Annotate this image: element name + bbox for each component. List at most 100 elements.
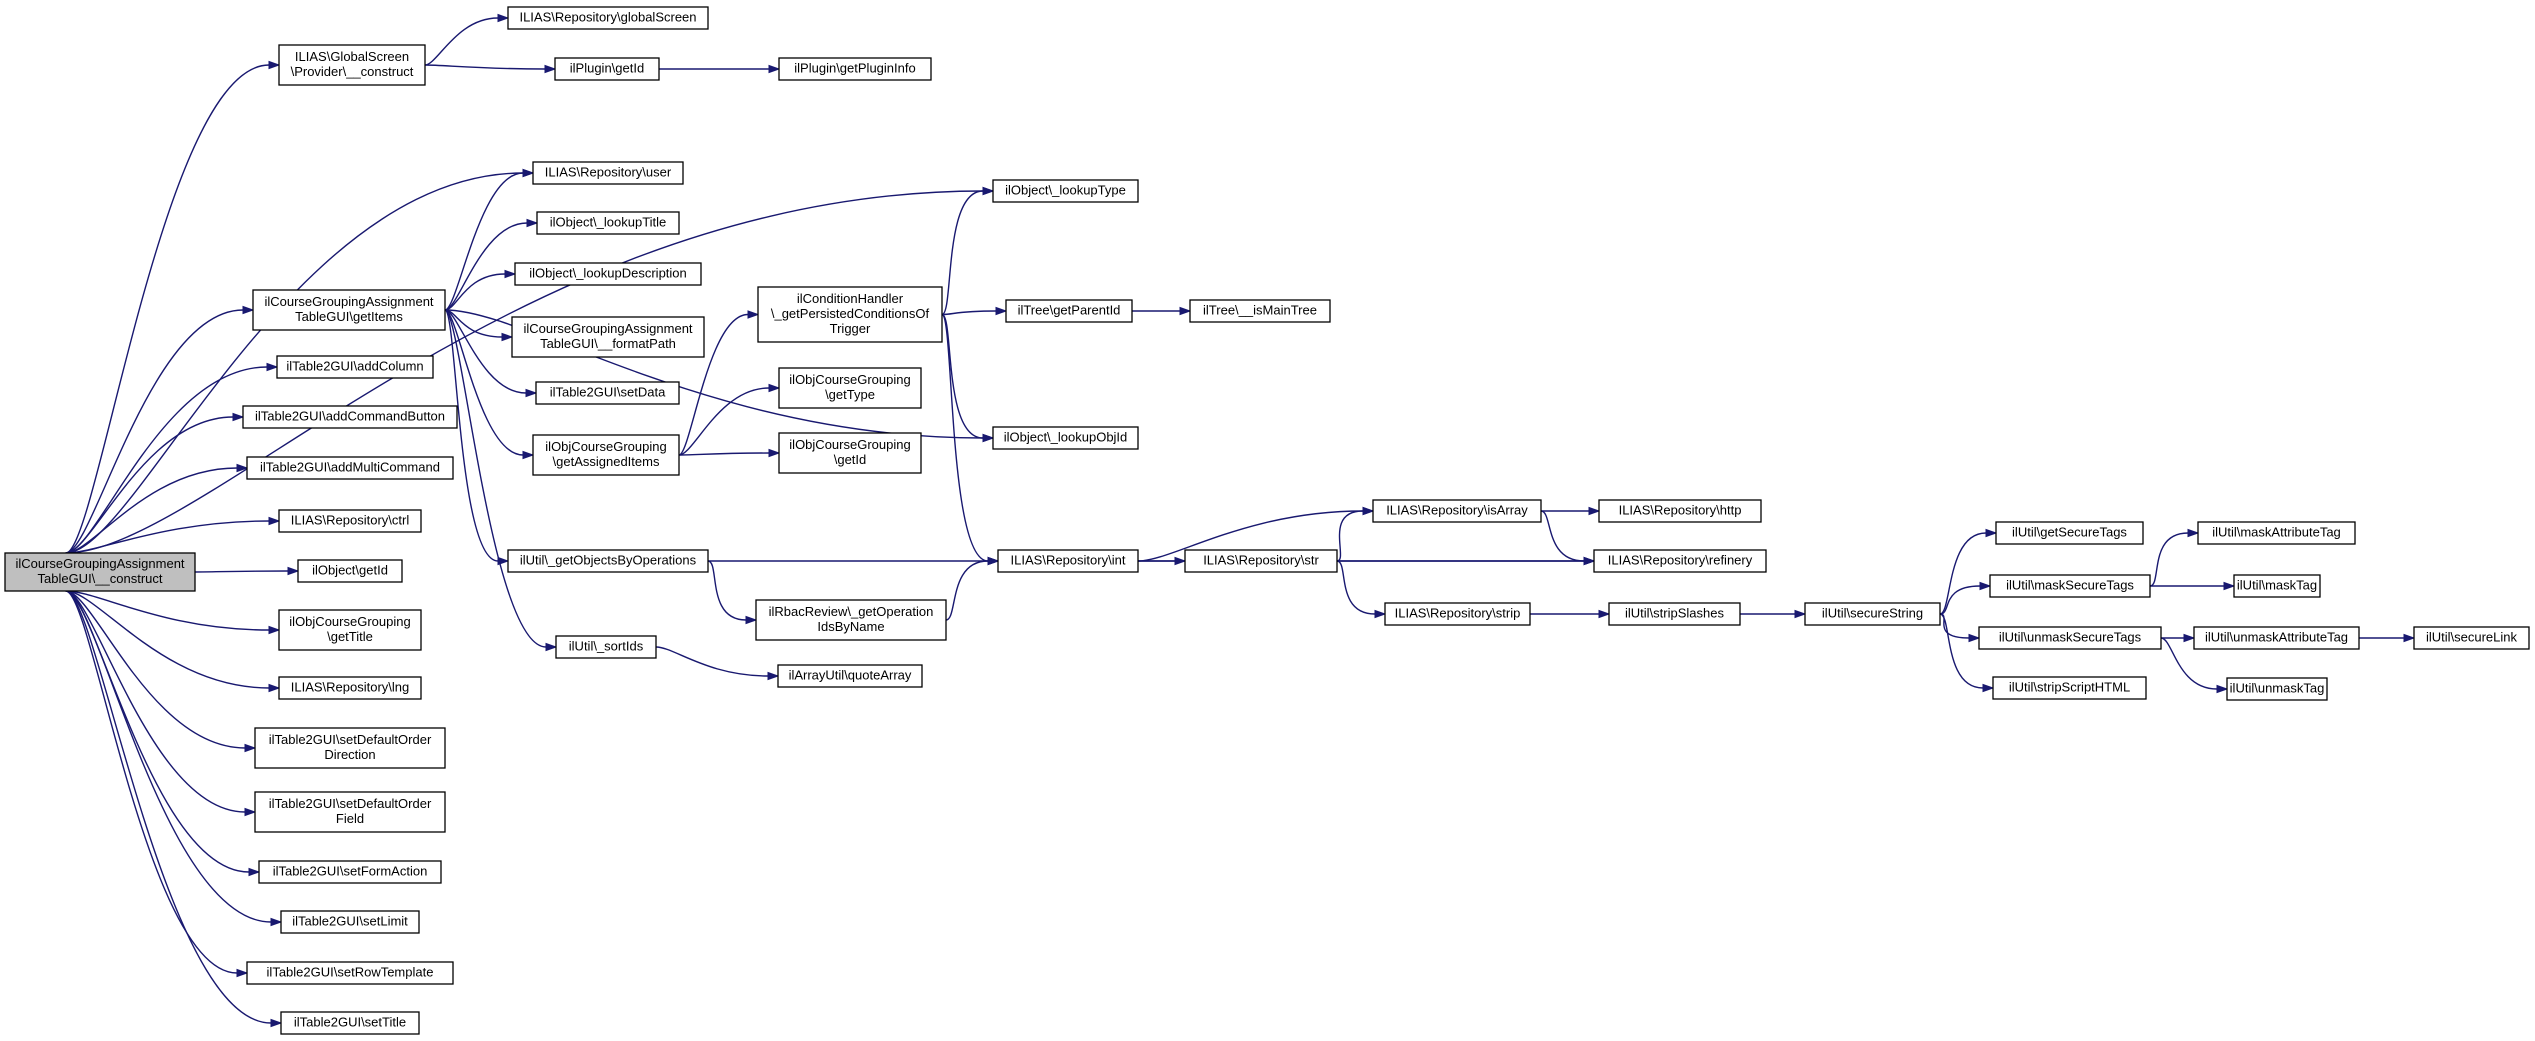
node-refinery[interactable]: ILIAS\Repository\refinery: [1593, 549, 1767, 573]
node-setdata[interactable]: ilTable2GUI\setData: [535, 381, 680, 405]
node-objcg-gettype[interactable]: ilObjCourseGrouping\getType: [778, 367, 922, 409]
node-strip[interactable]: ILIAS\Repository\strip: [1384, 602, 1531, 626]
node-lookup-desc[interactable]: ilObject\_lookupDescription: [514, 262, 702, 286]
node-unmasktag[interactable]: ilUtil\unmaskTag: [2226, 677, 2328, 701]
node-label-line: \getTitle: [327, 629, 373, 644]
node-label-line: ilUtil\maskTag: [2237, 578, 2317, 593]
node-lookup-objid[interactable]: ilObject\_lookupObjId: [992, 426, 1139, 450]
node-label-line: ilCourseGroupingAssignment: [15, 556, 184, 571]
edge-root-to-gsp: [65, 60, 281, 554]
node-label-line: ilConditionHandler: [797, 291, 904, 306]
node-repo-str[interactable]: ILIAS\Repository\str: [1184, 549, 1338, 573]
edge-line: [941, 313, 989, 562]
edge-line: [65, 590, 270, 689]
edge-line: [65, 590, 270, 631]
node-masksecure[interactable]: ilUtil\maskSecureTags: [1989, 574, 2151, 598]
node-objcg-gettitle[interactable]: ilObjCourseGrouping\getTitle: [278, 609, 422, 651]
edge-arrowhead: [1362, 506, 1375, 516]
node-box: [258, 860, 442, 884]
node-addmulti[interactable]: ilTable2GUI\addMultiCommand: [246, 456, 454, 480]
edge-root-to-addcolumn: [65, 362, 279, 554]
node-setformaction[interactable]: ilTable2GUI\setFormAction: [258, 860, 442, 884]
node-ctrl[interactable]: ILIAS\Repository\ctrl: [278, 509, 422, 533]
node-unmaskattr[interactable]: ilUtil\unmaskAttributeTag: [2193, 626, 2360, 650]
node-getobjsbyops[interactable]: ilUtil\_getObjectsByOperations: [507, 549, 709, 573]
edge-arrowhead: [268, 683, 281, 693]
node-lookup-type[interactable]: ilObject\_lookupType: [992, 179, 1139, 203]
edge-line: [2160, 637, 2218, 690]
node-securelink[interactable]: ilUtil\secureLink: [2413, 626, 2530, 650]
node-lng[interactable]: ILIAS\Repository\lng: [278, 676, 422, 700]
edge-arrowhead: [497, 13, 510, 23]
node-obj-getid[interactable]: ilObject\getId: [297, 559, 403, 583]
edge-getitems-to-assigned: [444, 309, 535, 460]
node-cond[interactable]: ilConditionHandler\_getPersistedConditio…: [757, 286, 943, 343]
node-repo-gs[interactable]: ILIAS\Repository\globalScreen: [507, 6, 709, 30]
node-label-line: ilUtil\maskAttributeTag: [2212, 525, 2341, 540]
node-box: [278, 44, 426, 86]
edge-arrowhead: [501, 332, 514, 342]
edge-root-to-obj-getid: [194, 566, 300, 576]
edge-line: [444, 309, 499, 562]
node-label-line: ilUtil\secureLink: [2426, 630, 2518, 645]
node-sortids[interactable]: ilUtil\_sortIds: [555, 635, 657, 659]
node-box: [280, 910, 420, 934]
node-maskattr[interactable]: ilUtil\maskAttributeTag: [2197, 521, 2356, 545]
edge-securestring-to-getsecuretags: [1939, 528, 1998, 615]
node-stripscript[interactable]: ilUtil\stripScriptHTML: [1992, 676, 2147, 700]
node-root[interactable]: ilCourseGroupingAssignmentTableGUI\__con…: [4, 552, 196, 592]
node-formatpath[interactable]: ilCourseGroupingAssignmentTableGUI\__for…: [511, 316, 705, 358]
edge-arrowhead: [1794, 609, 1807, 619]
node-quotearray[interactable]: ilArrayUtil\quoteArray: [777, 664, 923, 688]
node-box: [254, 727, 446, 769]
edge-arrowhead: [1583, 556, 1596, 566]
edge-masksecure-to-masktag: [2149, 581, 2236, 591]
node-addcolumn[interactable]: ilTable2GUI\addColumn: [276, 355, 434, 379]
edge-arrowhead: [236, 968, 249, 978]
node-getitems[interactable]: ilCourseGroupingAssignmentTableGUI\getIt…: [252, 289, 446, 331]
edge-isarray-to-refinery: [1540, 510, 1596, 566]
edge-gsp-to-plugin-getid: [424, 64, 557, 74]
node-masktag[interactable]: ilUtil\maskTag: [2233, 574, 2321, 598]
node-getsecuretags[interactable]: ilUtil\getSecureTags: [1995, 521, 2144, 545]
node-assigned[interactable]: ilObjCourseGrouping\getAssignedItems: [532, 434, 680, 476]
node-label-line: ilTable2GUI\setTitle: [294, 1015, 406, 1030]
node-unmasksecure[interactable]: ilUtil\unmaskSecureTags: [1978, 626, 2162, 650]
edge-plugin-getid-to-plugin-info: [659, 64, 781, 74]
edge-line: [65, 416, 234, 554]
node-isarray[interactable]: ILIAS\Repository\isArray: [1372, 499, 1542, 523]
node-setlimit[interactable]: ilTable2GUI\setLimit: [280, 910, 420, 934]
node-box: [278, 509, 422, 533]
node-ismaintree[interactable]: ilTree\__isMainTree: [1189, 299, 1331, 323]
node-box: [507, 549, 709, 573]
node-box: [2193, 626, 2360, 650]
edge-line: [444, 273, 506, 311]
node-label-line: Trigger: [830, 321, 871, 336]
edge-line: [941, 190, 984, 316]
node-setrowtpl[interactable]: ilTable2GUI\setRowTemplate: [246, 961, 454, 985]
edge-getparentid-to-ismaintree: [1132, 306, 1192, 316]
node-repo-int[interactable]: ILIAS\Repository\int: [997, 549, 1139, 573]
edge-root-to-setrowtpl: [65, 590, 249, 978]
node-label-line: ilUtil\stripScriptHTML: [2009, 680, 2130, 695]
node-securestring[interactable]: ilUtil\secureString: [1804, 602, 1941, 626]
node-gsp[interactable]: ILIAS\GlobalScreen\Provider\__construct: [278, 44, 426, 86]
node-plugin-info[interactable]: ilPlugin\getPluginInfo: [778, 57, 932, 81]
node-lookup-title[interactable]: ilObject\_lookupTitle: [536, 211, 680, 235]
node-http[interactable]: ILIAS\Repository\http: [1598, 499, 1762, 523]
node-repo-user[interactable]: ILIAS\Repository\user: [532, 161, 684, 185]
node-getparentid[interactable]: ilTree\getParentId: [1005, 299, 1133, 323]
node-box: [1189, 299, 1331, 323]
node-box: [1598, 499, 1762, 523]
node-stripslashes[interactable]: ilUtil\stripSlashes: [1608, 602, 1741, 626]
node-objcg-getid[interactable]: ilObjCourseGrouping\getId: [778, 432, 922, 474]
edge-arrowhead: [248, 867, 261, 877]
node-box: [1005, 299, 1133, 323]
node-settitle[interactable]: ilTable2GUI\setTitle: [280, 1011, 420, 1035]
node-addcmdbtn[interactable]: ilTable2GUI\addCommandButton: [242, 405, 458, 429]
edge-arrowhead: [2223, 581, 2236, 591]
node-plugin-getid[interactable]: ilPlugin\getId: [554, 57, 660, 81]
